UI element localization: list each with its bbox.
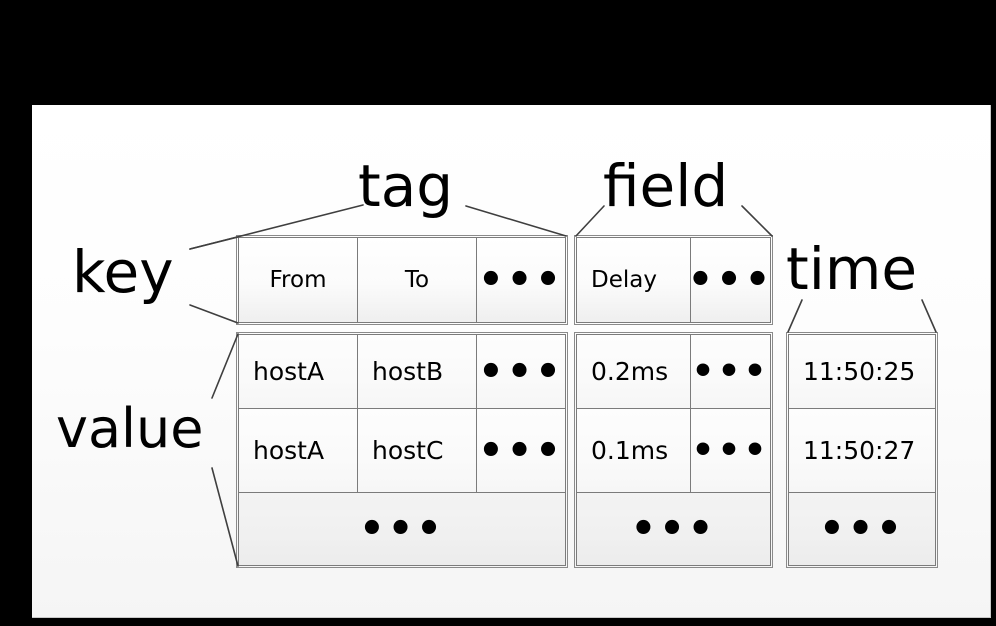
tag-footer-ellipsis: ••• <box>238 492 566 566</box>
label-tag: tag <box>358 152 454 220</box>
field-header-cell-ellipsis: ••• <box>688 237 771 323</box>
tag-row1-from: hostA <box>238 334 358 409</box>
tag-row1-ellipsis: ••• <box>476 334 566 409</box>
time-row1-value: 11:50:25 <box>788 334 936 409</box>
field-row2-ellipsis: ••• <box>690 408 771 493</box>
field-row1-delay: 0.2ms <box>576 334 691 409</box>
tag-row1-to: hostB <box>357 334 477 409</box>
tag-header-cell-from: From <box>238 237 358 323</box>
field-row1-ellipsis: ••• <box>690 334 771 409</box>
field-header-cell-delay: Delay <box>576 237 691 323</box>
tag-row2-ellipsis: ••• <box>476 408 566 493</box>
field-footer-ellipsis: ••• <box>576 492 771 566</box>
time-footer-ellipsis: ••• <box>788 492 936 566</box>
time-row2-value: 11:50:27 <box>788 408 936 493</box>
label-value: value <box>56 397 204 460</box>
tag-header-cell-ellipsis: ••• <box>476 237 566 323</box>
label-time: time <box>786 235 918 303</box>
label-key: key <box>72 238 174 306</box>
tag-header-cell-to: To <box>357 237 477 323</box>
tag-row2-to: hostC <box>357 408 477 493</box>
label-field: field <box>603 152 729 220</box>
tag-row2-from: hostA <box>238 408 358 493</box>
field-row2-delay: 0.1ms <box>576 408 691 493</box>
